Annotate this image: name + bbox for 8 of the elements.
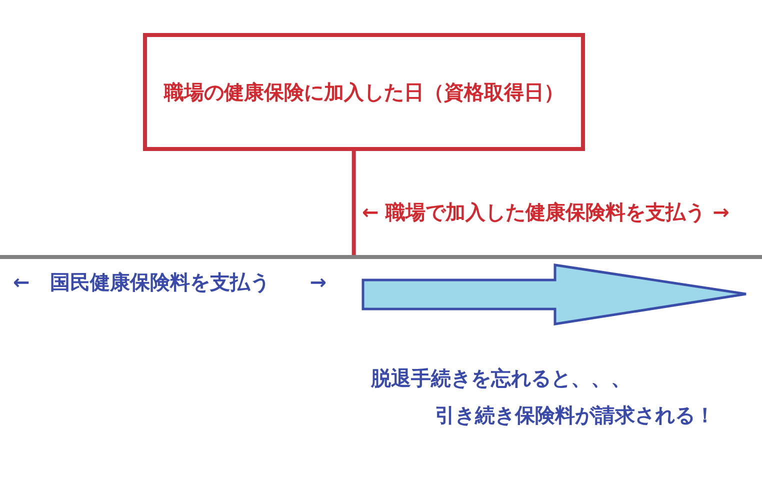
leader-line bbox=[352, 151, 356, 255]
payment-period-label: ← 国民健康保険料を支払う → bbox=[13, 270, 327, 294]
box-title: 職場の健康保険に加入した日（資格取得日） bbox=[164, 80, 564, 104]
warning-text: 脱退手続きを忘れると、、、 bbox=[371, 366, 631, 390]
timeline-axis bbox=[0, 255, 762, 259]
warning-text: 引き続き保険料が請求される！ bbox=[435, 403, 715, 427]
date-box bbox=[143, 33, 585, 151]
payment-period-label: ← 職場で加入した健康保険料を支払う → bbox=[362, 200, 730, 224]
